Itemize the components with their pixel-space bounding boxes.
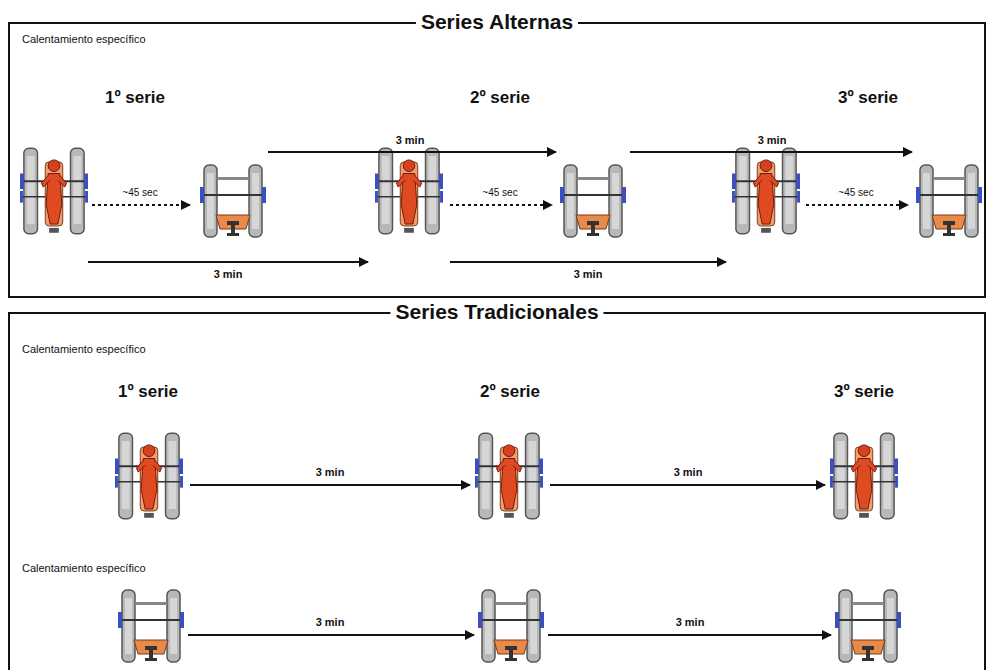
series-panel: Series Tradicionales	[8, 312, 986, 670]
set-heading: 3º serie	[838, 88, 898, 108]
warm-up-note: Calentamiento específico	[22, 343, 146, 356]
rest-time: 3 min	[316, 466, 345, 479]
rest-time: 3 min	[676, 616, 705, 629]
rest-time: 3 min	[674, 466, 703, 479]
set-heading: 3º serie	[834, 382, 894, 402]
transition-time: ~45 sec	[482, 187, 517, 199]
set-heading: 2º serie	[480, 382, 540, 402]
set-heading: 1º serie	[118, 382, 178, 402]
panel-title: Series Alternas	[416, 10, 578, 34]
rest-time: 3 min	[214, 268, 243, 281]
rest-time: 3 min	[758, 134, 787, 147]
transition-time: ~45 sec	[122, 187, 157, 199]
rest-time: 3 min	[396, 134, 425, 147]
set-heading: 2º serie	[470, 88, 530, 108]
rest-time: 3 min	[316, 616, 345, 629]
panel-title: Series Tradicionales	[390, 300, 603, 324]
set-heading: 1º serie	[105, 88, 165, 108]
rest-time: 3 min	[574, 268, 603, 281]
series-panel: Series Alternas	[8, 22, 986, 298]
transition-time: ~45 sec	[838, 187, 873, 199]
warm-up-note: Calentamiento específico	[22, 562, 146, 575]
warm-up-note: Calentamiento específico	[22, 33, 146, 46]
